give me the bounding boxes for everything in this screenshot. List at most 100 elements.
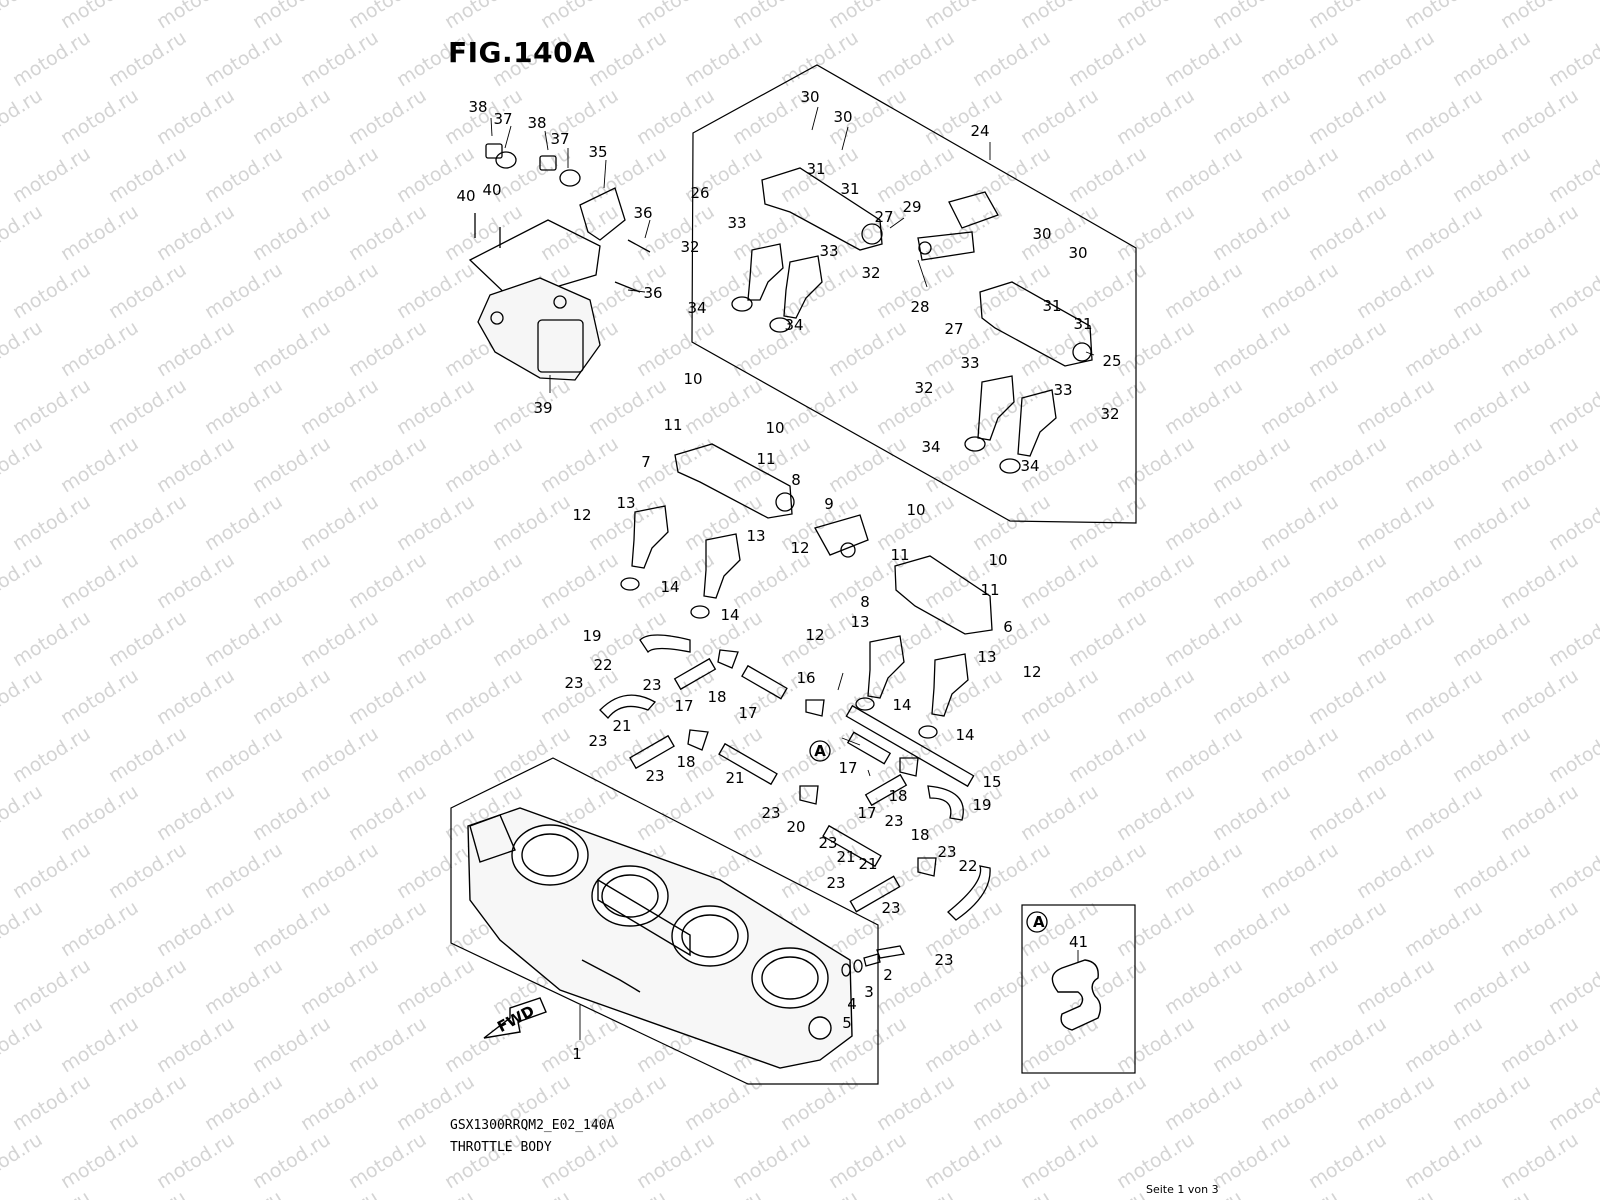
callout-17: 17 [838,759,857,777]
callout-17: 17 [738,704,757,722]
callout-25: 25 [1102,352,1121,370]
inset-part-number: 41 [1069,933,1088,951]
callout-32: 32 [914,379,933,397]
callout-33: 33 [819,242,838,260]
callout-5: 5 [842,1014,852,1032]
callout-22: 22 [593,656,612,674]
callout-34: 34 [1020,457,1039,475]
callout-13: 13 [850,613,869,631]
callout-14: 14 [955,726,974,744]
callout-8: 8 [860,593,870,611]
callout-12: 12 [572,506,591,524]
callout-21: 21 [725,769,744,787]
callout-34: 34 [784,316,803,334]
callout-11: 11 [756,450,775,468]
callout-33: 33 [1053,381,1072,399]
callout-15: 15 [982,773,1001,791]
callout-9: 9 [824,495,834,513]
callout-18: 18 [676,753,695,771]
callout-23: 23 [937,843,956,861]
callout-23: 23 [826,874,845,892]
callout-27: 27 [874,208,893,226]
leader-lines [490,106,1095,1040]
callout-33: 33 [960,354,979,372]
callout-19: 19 [582,627,601,645]
callout-14: 14 [720,606,739,624]
callout-23: 23 [564,674,583,692]
callout-36: 36 [643,284,662,302]
callout-10: 10 [906,501,925,519]
callout-7: 7 [641,453,651,471]
callout-36: 36 [633,204,652,222]
callout-40: 40 [482,181,501,199]
callout-16: 16 [796,669,815,687]
callout-28: 28 [910,298,929,316]
callout-30: 30 [1068,244,1087,262]
callout-13: 13 [977,648,996,666]
callout-13: 13 [616,494,635,512]
callout-14: 14 [660,578,679,596]
callout-40: 40 [456,187,475,205]
callout-31: 31 [806,160,825,178]
callout-30: 30 [800,88,819,106]
callout-12: 12 [1022,663,1041,681]
callout-10: 10 [683,370,702,388]
callout-11: 11 [980,581,999,599]
callout-38: 38 [527,114,546,132]
callout-31: 31 [1073,315,1092,333]
callout-26: 26 [690,184,709,202]
fwd-arrow-icon [483,997,547,1039]
callout-2: 2 [883,966,893,984]
callout-32: 32 [861,264,880,282]
callout-34: 34 [687,299,706,317]
callout-23: 23 [761,804,780,822]
callout-14: 14 [892,696,911,714]
middle-fuel-rails [620,443,993,739]
callout-12: 12 [790,539,809,557]
callout-10: 10 [765,419,784,437]
callout-11: 11 [663,416,682,434]
callout-18: 18 [707,688,726,706]
injector-box-outline [691,64,1137,524]
callout-35: 35 [588,143,607,161]
callout-24: 24 [970,122,989,140]
callout-12: 12 [805,626,824,644]
adjuster-screw-parts [841,945,905,977]
callout-23: 23 [642,676,661,694]
page-indicator: Seite 1 von 3 [1146,1183,1219,1196]
callout-3: 3 [864,983,874,1001]
callout-29: 29 [902,198,921,216]
callout-22: 22 [958,857,977,875]
callout-31: 31 [1042,297,1061,315]
callout-27: 27 [944,320,963,338]
callout-33: 33 [727,214,746,232]
callout-37: 37 [550,130,569,148]
callout-39: 39 [533,399,552,417]
hoses-and-fittings [599,634,991,921]
callout-23: 23 [884,812,903,830]
callout-17: 17 [674,697,693,715]
figure-caption: THROTTLE BODY [450,1140,552,1155]
callout-1: 1 [572,1045,582,1063]
figure-title: FIG.140A [448,36,596,69]
callout-37: 37 [493,110,512,128]
callout-32: 32 [680,238,699,256]
callout-8: 8 [791,471,801,489]
callout-11: 11 [890,546,909,564]
throttle-body-box-outline [450,757,879,1085]
callout-21: 21 [612,717,631,735]
callout-6: 6 [1003,618,1013,636]
callout-23: 23 [881,899,900,917]
callout-21: 21 [836,848,855,866]
callout-30: 30 [1032,225,1051,243]
callout-20: 20 [786,818,805,836]
reference-a-label: A [814,742,826,760]
callout-18: 18 [910,826,929,844]
callout-19: 19 [972,796,991,814]
figure-code: GSX1300RRQM2_E02_140A [450,1118,615,1133]
callout-23: 23 [818,834,837,852]
detail-a-box [1021,904,1136,1074]
upper-injectors [731,243,1057,474]
